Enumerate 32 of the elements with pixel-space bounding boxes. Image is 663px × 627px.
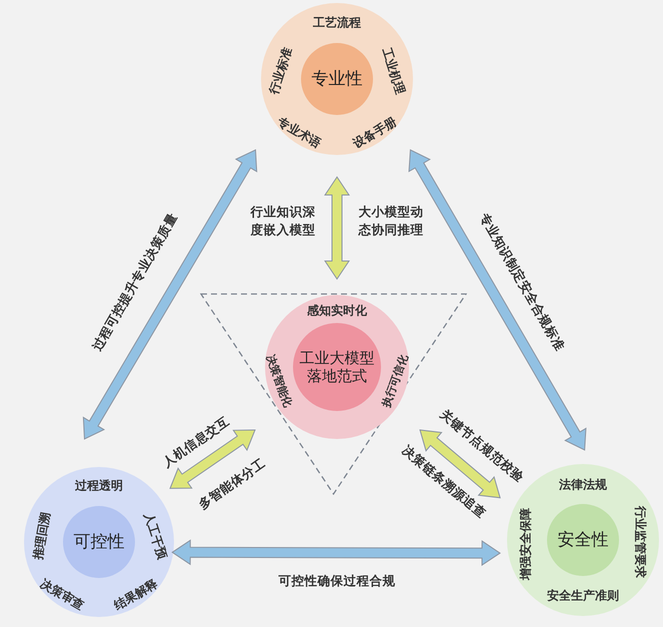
ring-label: 工业机理 — [378, 46, 408, 96]
ring-label: 感知实时化 — [307, 302, 367, 320]
core-title: 安全性 — [558, 530, 608, 550]
core-title: 工业大模型落地范式 — [298, 349, 376, 385]
ring-label: 行业标准 — [266, 46, 296, 96]
core-title: 专业性 — [312, 68, 362, 90]
ring-label: 行业监管要求 — [632, 506, 648, 578]
core-title: 可控性 — [74, 532, 124, 552]
ring-label: 决策审查 — [36, 576, 88, 614]
double-arrow — [324, 176, 350, 280]
ring-label: 执行可信化 — [378, 352, 412, 410]
double-arrow — [171, 539, 501, 566]
ring-label: 过程透明 — [75, 478, 123, 494]
ring-label: 推理回溯 — [29, 510, 54, 562]
ring-label: 设备手册 — [350, 114, 400, 152]
ring-label: 工艺流程 — [313, 14, 361, 32]
ring-label: 增强安全保障 — [518, 508, 534, 580]
edge-label: 专业知识制定安全合规标准 — [476, 210, 569, 354]
edge-label: 可控性确保过程合规 — [278, 572, 396, 590]
double-arrow — [408, 149, 586, 451]
edge-label: 行业知识深度嵌入模型 — [249, 202, 316, 239]
ring-label: 专业术语 — [274, 114, 324, 152]
ring-label: 人工干预 — [140, 510, 170, 562]
double-arrow — [169, 429, 256, 489]
edge-label: 过程可控提升专业决策质量 — [88, 210, 181, 354]
double-arrow — [82, 149, 258, 440]
ring-label: 安全生产准则 — [547, 588, 619, 604]
ring-label: 结果解释 — [110, 576, 162, 614]
arrow-caption: 大小模型动态协同推理 — [357, 202, 424, 239]
ring-label: 法律法规 — [559, 476, 607, 494]
double-arrow — [419, 429, 501, 498]
ring-label: 决策智能化 — [262, 352, 296, 410]
